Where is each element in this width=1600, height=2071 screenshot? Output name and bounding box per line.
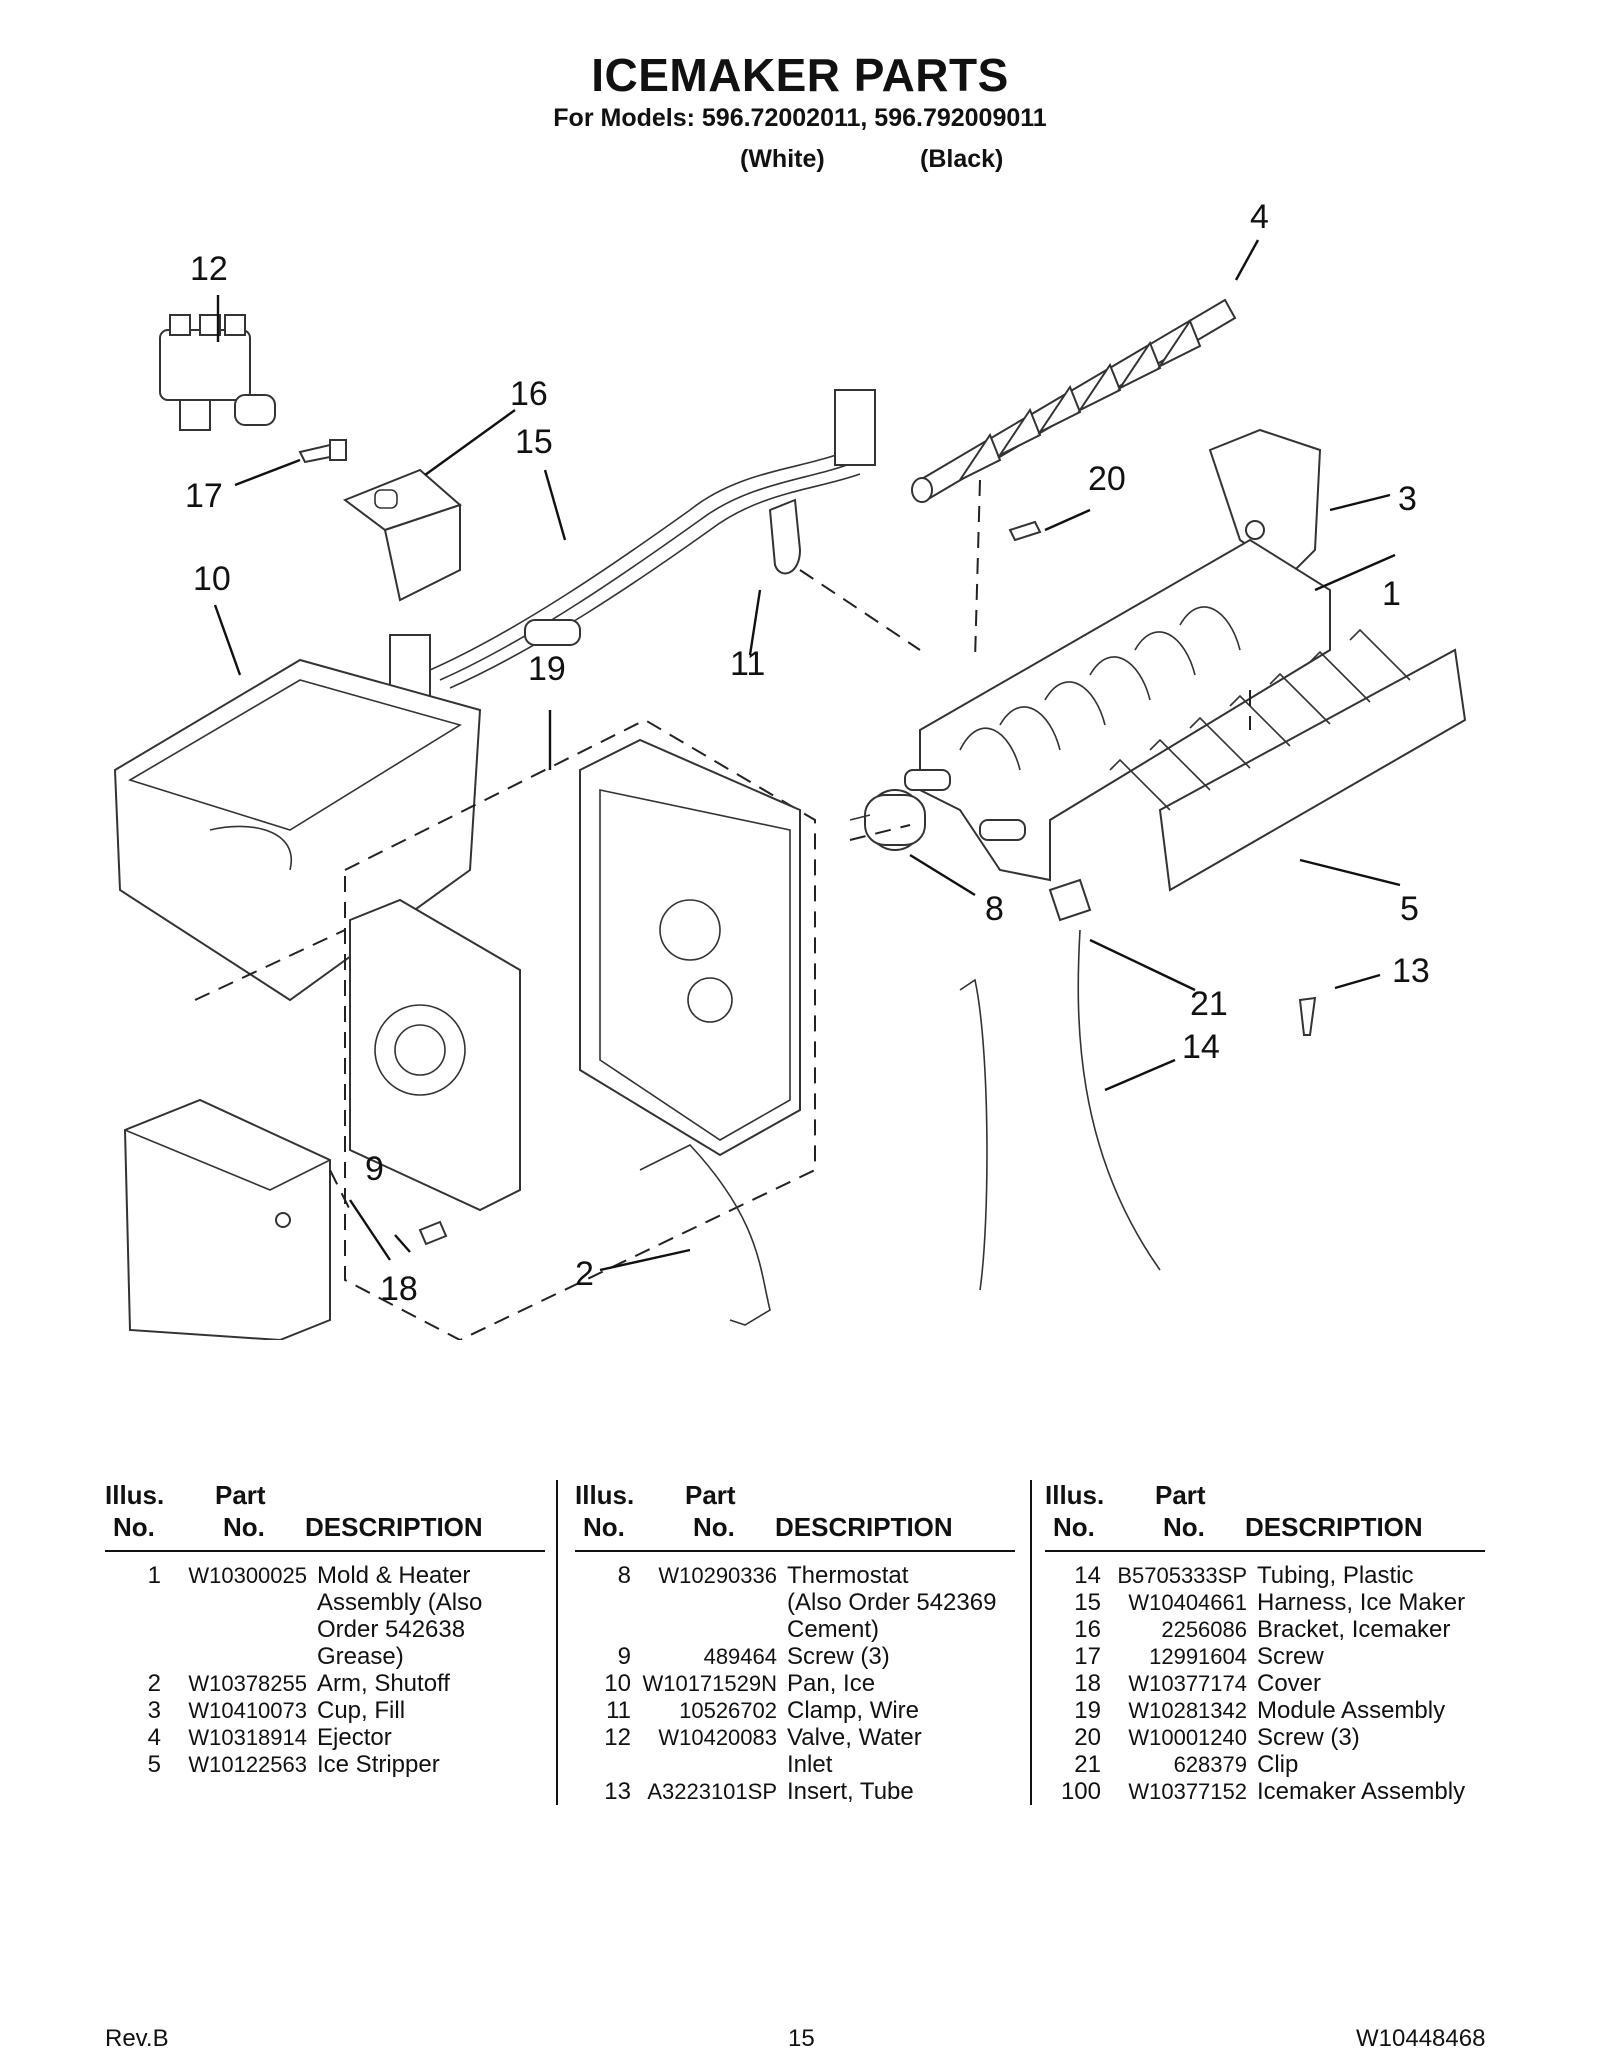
callout-16: 16 bbox=[510, 375, 548, 413]
header-part-no: No. bbox=[1163, 1512, 1205, 1542]
header-description: DESCRIPTION bbox=[1245, 1512, 1423, 1542]
callout-4: 4 bbox=[1250, 198, 1269, 236]
shutoff-arm-drawing bbox=[639, 978, 988, 1326]
callout-14: 14 bbox=[1182, 1028, 1220, 1066]
header-illus-no: No. bbox=[1053, 1512, 1095, 1542]
water-valve-drawing bbox=[159, 314, 276, 431]
ice-stripper-drawing bbox=[1109, 628, 1467, 892]
callout-13: 13 bbox=[1392, 952, 1430, 990]
diagram-svg: 1 2 3 4 5 8 9 10 11 12 13 14 15 16 17 18… bbox=[113, 198, 1467, 1340]
callout-9: 9 bbox=[365, 1150, 384, 1188]
header-part: Part bbox=[1155, 1480, 1206, 1510]
clip-drawing bbox=[1048, 878, 1092, 922]
callout-2: 2 bbox=[575, 1255, 594, 1293]
revision-label: Rev.B bbox=[105, 2025, 169, 2052]
document-number: W10448468 bbox=[1356, 2025, 1486, 2052]
header-illus-no: No. bbox=[113, 1512, 155, 1542]
page-number: 15 bbox=[788, 2025, 815, 2052]
callout-3: 3 bbox=[1398, 480, 1417, 518]
variant-black-label: (Black) bbox=[920, 145, 1004, 173]
header-part-no: No. bbox=[693, 1512, 735, 1542]
exploded-parts-diagram: 1 2 3 4 5 8 9 10 11 12 13 14 15 16 17 18… bbox=[0, 170, 1600, 1340]
header-illus: Illus. bbox=[105, 1480, 165, 1510]
screw-17-drawing bbox=[298, 439, 347, 464]
callout-17: 17 bbox=[185, 477, 223, 515]
header-part: Part bbox=[685, 1480, 736, 1510]
callout-15: 15 bbox=[515, 423, 553, 461]
variant-white-label: (White) bbox=[740, 145, 825, 173]
callout-8: 8 bbox=[985, 890, 1004, 928]
fill-cup-drawing bbox=[1208, 428, 1322, 577]
table-header: Illus. No. Part No. DESCRIPTION bbox=[575, 1480, 1015, 1552]
screw-20-drawing bbox=[1008, 520, 1042, 542]
models-subtitle: For Models: 596.72002011, 596.792009011 bbox=[553, 104, 1047, 132]
thermostat-drawing bbox=[849, 789, 926, 851]
cover-drawing bbox=[123, 1098, 331, 1340]
callout-11: 11 bbox=[730, 645, 765, 683]
module-motor-drawing bbox=[349, 898, 521, 1212]
callout-5: 5 bbox=[1400, 890, 1419, 928]
assembly-guide-lines bbox=[194, 479, 1251, 1211]
clamp-drawing bbox=[768, 498, 802, 575]
callout-12: 12 bbox=[190, 250, 228, 288]
callout-10: 10 bbox=[193, 560, 231, 598]
header-illus: Illus. bbox=[575, 1480, 635, 1510]
leader-arrows bbox=[213, 239, 1401, 1272]
column-divider bbox=[1030, 1480, 1032, 1805]
harness-drawing bbox=[389, 389, 876, 706]
header-illus: Illus. bbox=[1045, 1480, 1105, 1510]
header-part-no: No. bbox=[223, 1512, 265, 1542]
header-part: Part bbox=[215, 1480, 266, 1510]
ejector-drawing bbox=[911, 298, 1237, 503]
header-illus-no: No. bbox=[583, 1512, 625, 1542]
module-housing-drawing bbox=[579, 738, 801, 1157]
header-description: DESCRIPTION bbox=[305, 1512, 483, 1542]
callout-19: 19 bbox=[528, 650, 566, 688]
callout-18: 18 bbox=[380, 1270, 418, 1308]
pins-drawing bbox=[904, 769, 1026, 841]
callout-20: 20 bbox=[1088, 460, 1126, 498]
page-title: ICEMAKER PARTS bbox=[591, 49, 1009, 101]
mold-heater-drawing bbox=[919, 538, 1331, 882]
callout-1: 1 bbox=[1382, 575, 1401, 613]
column-divider bbox=[556, 1480, 558, 1805]
module-assembly-outline bbox=[344, 718, 816, 1340]
tube-insert-drawing bbox=[1298, 996, 1317, 1036]
tubing-drawing bbox=[1077, 929, 1161, 1271]
table-header: Illus. No. Part No. DESCRIPTION bbox=[105, 1480, 545, 1552]
callout-21: 21 bbox=[1190, 985, 1228, 1023]
table-header: Illus. No. Part No. DESCRIPTION bbox=[1045, 1480, 1485, 1552]
screw-9-drawing bbox=[418, 1220, 448, 1246]
header-description: DESCRIPTION bbox=[775, 1512, 953, 1542]
bracket-drawing bbox=[342, 468, 462, 602]
